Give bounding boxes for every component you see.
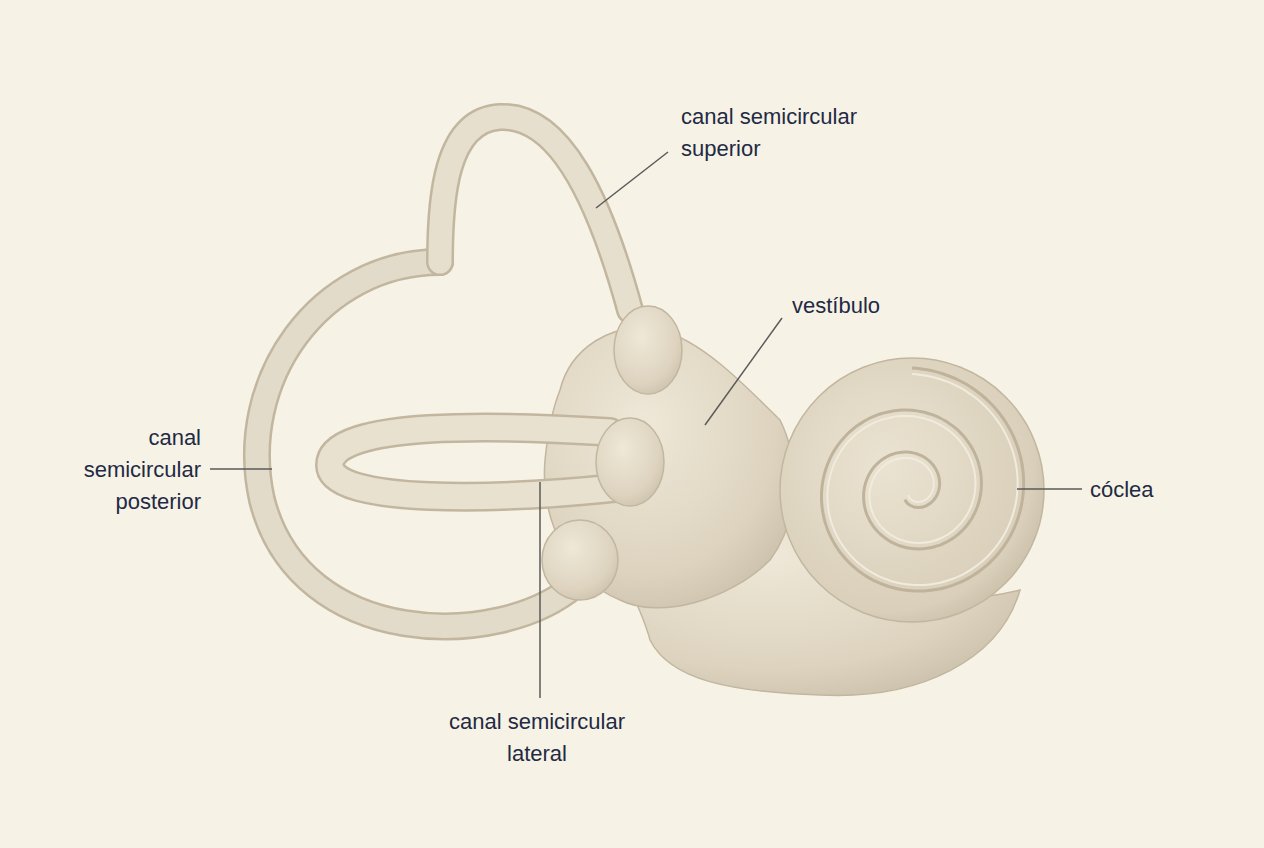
cochlea-spiral <box>821 368 1023 591</box>
leader-line <box>210 468 272 470</box>
cochlea-spiral-highlight <box>827 374 1017 585</box>
leader-line <box>705 318 782 425</box>
part-label: canal semicircular lateral <box>422 706 652 770</box>
leader-line <box>596 152 668 208</box>
part-label: canal semicircular superior <box>681 101 896 165</box>
cochlea-disc <box>780 358 1044 622</box>
leader-lines <box>210 152 1082 698</box>
part-label: vestíbulo <box>792 290 922 322</box>
part-label: canal semicircular posterior <box>51 422 201 518</box>
superior-canal-outline <box>440 117 630 310</box>
superior-ampulla <box>614 306 682 394</box>
posterior-ampulla <box>542 520 618 600</box>
lateral-canal <box>330 427 615 496</box>
bony-labyrinth <box>257 117 1044 695</box>
part-label: cóclea <box>1090 474 1200 506</box>
lateral-ampulla <box>596 418 664 506</box>
leader-line <box>539 482 541 698</box>
superior-canal <box>440 117 630 310</box>
leader-line <box>1017 488 1082 490</box>
lateral-canal-outline <box>330 427 615 496</box>
